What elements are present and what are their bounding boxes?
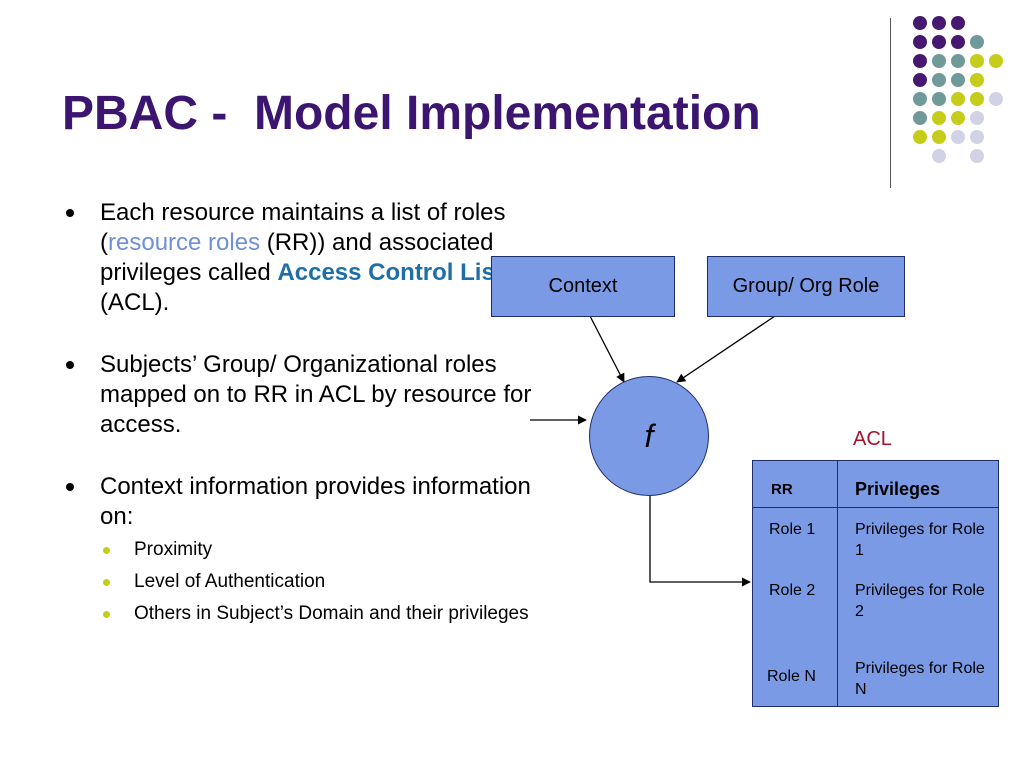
function-circle: f [589, 376, 709, 496]
context-label: Context [548, 275, 618, 297]
dot [951, 73, 965, 87]
table-header-privileges: Privileges [855, 479, 941, 499]
dot [913, 130, 927, 144]
dot [970, 54, 984, 68]
context-box: Context [491, 256, 675, 317]
bullet-item-subjects: Subjects’ Group/ Organizational roles ma… [62, 350, 532, 440]
sub-bullet-item: Others in Subject’s Domain and their pri… [100, 602, 532, 626]
dot [951, 92, 965, 106]
dot [913, 35, 927, 49]
dot [951, 16, 965, 30]
bullet-text: (RR)) and associated privileges called [100, 229, 494, 286]
dot [970, 149, 984, 163]
table-cell-privileges: Privileges for Role N [855, 660, 985, 698]
slide-title: PBAC - Model Implementation [62, 87, 761, 140]
dot [913, 92, 927, 106]
dot [913, 54, 927, 68]
dot [951, 130, 965, 144]
bullet-text: Context information provides information… [100, 473, 531, 530]
table-cell-privileges: Privileges for Role 2 [855, 582, 985, 620]
dot [951, 35, 965, 49]
table-cell-role: Role N [767, 668, 816, 685]
dot [989, 54, 1003, 68]
arrow-context-to-f [589, 315, 625, 383]
table-cell-privileges: Privileges for Role 1 [855, 521, 985, 559]
dot [932, 111, 946, 125]
bullet-list: Each resource maintains a list of roles … [62, 198, 532, 658]
sub-bullet-item: Proximity [100, 538, 532, 562]
dot [932, 54, 946, 68]
bullet-text: Subjects’ Group/ Organizational roles ma… [100, 351, 532, 438]
arrow-group-to-f [676, 315, 776, 383]
dot [932, 130, 946, 144]
bullet-item-context: Context information provides information… [62, 472, 532, 626]
table-column-divider [837, 461, 838, 706]
dot [932, 35, 946, 49]
sub-bullet-item: Level of Authentication [100, 570, 532, 594]
dot [970, 73, 984, 87]
title-divider-line [890, 18, 891, 188]
dot [913, 16, 927, 30]
group-org-role-box: Group/ Org Role [707, 256, 905, 317]
dot [951, 111, 965, 125]
resource-roles-term: resource roles [108, 229, 261, 256]
decorative-dot-grid [0, 0, 1024, 200]
acl-term: Access Control List [277, 259, 503, 286]
table-header-divider [753, 507, 998, 508]
dot [970, 35, 984, 49]
table-header-rr: RR [771, 481, 793, 498]
dot [989, 92, 1003, 106]
table-cell-role: Role 2 [769, 582, 816, 599]
bullet-text: Each resource maintains a list of roles … [100, 199, 506, 256]
bullet-item-acl: Each resource maintains a list of roles … [62, 198, 532, 318]
table-cell-role: Role 1 [769, 521, 816, 538]
bullet-text: (ACL). [100, 289, 170, 316]
function-label: f [644, 417, 654, 454]
sub-bullet-list: Proximity Level of Authentication Others… [100, 538, 532, 626]
dot [932, 73, 946, 87]
dot [913, 73, 927, 87]
dot [951, 54, 965, 68]
dot [932, 16, 946, 30]
dot [913, 111, 927, 125]
dot [932, 149, 946, 163]
acl-label: ACL [853, 428, 892, 450]
arrow-f-to-acl [649, 496, 751, 587]
dot [970, 92, 984, 106]
group-org-role-label: Group/ Org Role [732, 275, 880, 297]
dot [970, 130, 984, 144]
dot [970, 111, 984, 125]
dot [932, 92, 946, 106]
acl-table: RR Privileges Role 1 Privileges for Role… [752, 460, 999, 707]
